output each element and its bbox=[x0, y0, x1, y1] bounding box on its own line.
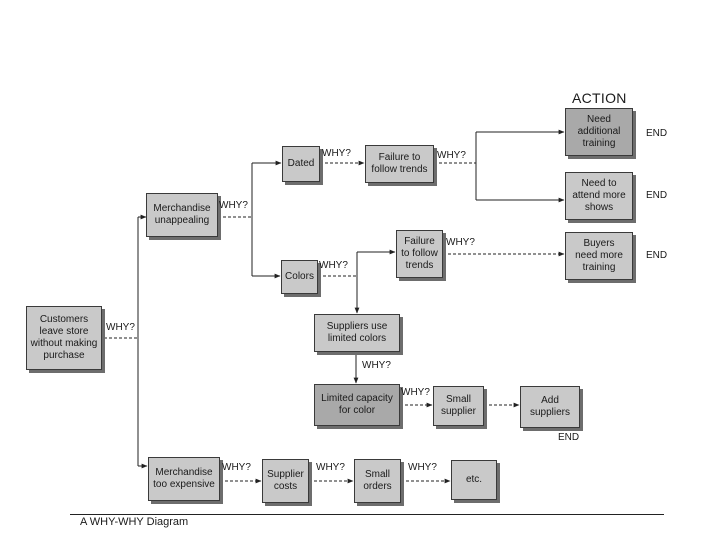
node-merchandise-unappealing: Merchandise unappealing bbox=[146, 193, 218, 237]
node-suppliers-limited-colors: Suppliers use limited colors bbox=[314, 314, 400, 352]
node-failure-follow-trends-2: Failure to follow trends bbox=[396, 230, 443, 278]
diagram-caption: A WHY-WHY Diagram bbox=[80, 516, 189, 528]
node-dated: Dated bbox=[282, 146, 320, 182]
why-label-failure1: WHY? bbox=[437, 150, 466, 161]
node-small-supplier: Small supplier bbox=[433, 386, 484, 426]
why-label-unappealing: WHY? bbox=[219, 200, 248, 211]
node-failure-follow-trends-1: Failure to follow trends bbox=[365, 145, 434, 183]
end-label-buyers: END bbox=[646, 250, 668, 261]
node-need-attend-shows: Need to attend more shows bbox=[565, 172, 633, 220]
node-supplier-costs: Supplier costs bbox=[262, 459, 309, 503]
why-label-costs: WHY? bbox=[316, 462, 345, 473]
end-label-shows: END bbox=[646, 190, 668, 201]
end-label-add-suppliers: END bbox=[558, 432, 580, 443]
node-buyers-need-training: Buyers need more training bbox=[565, 232, 633, 280]
node-customers-leave-store: Customers leave store without making pur… bbox=[26, 306, 102, 370]
why-label-root: WHY? bbox=[106, 322, 135, 333]
end-label-training: END bbox=[646, 128, 668, 139]
node-colors: Colors bbox=[281, 260, 318, 294]
action-title: ACTION bbox=[572, 90, 627, 106]
why-label-failure2: WHY? bbox=[446, 237, 475, 248]
why-label-suppliers: WHY? bbox=[362, 360, 391, 371]
node-limited-capacity-color: Limited capacity for color bbox=[314, 384, 400, 426]
node-small-orders: Small orders bbox=[354, 459, 401, 503]
node-need-additional-training: Need additional training bbox=[565, 108, 633, 156]
why-label-dated: WHY? bbox=[322, 148, 351, 159]
caption-rule bbox=[70, 514, 664, 515]
why-label-capacity: WHY? bbox=[401, 387, 430, 398]
why-label-colors: WHY? bbox=[319, 260, 348, 271]
node-merchandise-too-expensive: Merchandise too expensive bbox=[148, 457, 220, 501]
why-label-expensive: WHY? bbox=[222, 462, 251, 473]
why-label-orders: WHY? bbox=[408, 462, 437, 473]
node-add-suppliers: Add suppliers bbox=[520, 386, 580, 428]
node-etc: etc. bbox=[451, 460, 497, 500]
